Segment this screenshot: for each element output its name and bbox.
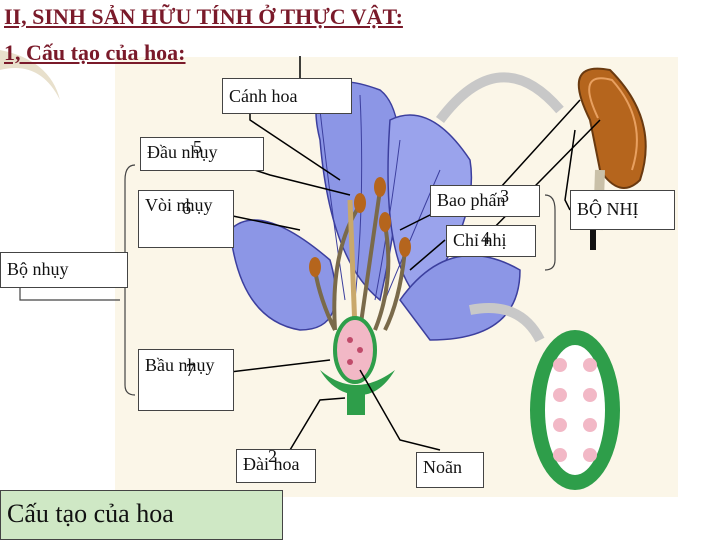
label-ovule: Noãn [416, 452, 484, 488]
pistil [333, 199, 377, 384]
leader-lines [204, 56, 601, 451]
callout-arrows [436, 72, 564, 343]
label-style-number: 6 [182, 198, 191, 218]
label-petal: Cánh hoa [222, 78, 352, 114]
label-stamen-group: BỘ NHỊ [570, 190, 675, 230]
stamens [309, 177, 411, 331]
label-anther-number: 3 [500, 186, 509, 206]
label-stamen-group-text: BỘ NHỊ [577, 199, 639, 219]
label-anther: Bao phấn [430, 185, 540, 217]
label-pistil-group-text: Bộ nhụy [7, 259, 69, 279]
label-sepal-number: 2 [268, 446, 277, 466]
caption-box: Cấu tạo của hoa [0, 490, 283, 540]
label-filament-number: 4 [481, 228, 490, 248]
label-ovary-text: Bầu nhụy [145, 355, 215, 375]
label-stigma: Đầu nhụy [140, 137, 264, 171]
caption-text: Cấu tạo của hoa [7, 499, 174, 528]
label-filament-text: Chỉ nhị [453, 230, 507, 250]
label-anther-text: Bao phấn [437, 190, 506, 210]
subsection-title: 1, Cấu tạo của hoa: [4, 40, 186, 65]
decorative-swoosh [0, 50, 60, 100]
label-style-text: Vòi nhụy [145, 195, 213, 215]
sepal-stem [320, 370, 395, 415]
label-ovule-text: Noãn [423, 457, 462, 477]
label-sepal: Đài hoa [236, 449, 316, 483]
ovary-section [530, 330, 620, 490]
label-style: Vòi nhụy [138, 190, 234, 248]
label-sepal-text: Đài hoa [243, 454, 300, 474]
label-ovary: Bầu nhụy [138, 349, 234, 411]
label-filament: Chỉ nhị [446, 225, 536, 257]
label-stigma-number: 5 [193, 137, 202, 157]
section-title: II, SINH SẢN HỮU TÍNH Ở THỰC VẬT: [4, 4, 403, 29]
label-pistil-group: Bộ nhụy [0, 252, 128, 288]
petals [229, 81, 521, 341]
label-petal-text: Cánh hoa [229, 86, 298, 106]
label-ovary-number: 7 [186, 360, 195, 380]
label-stigma-text: Đầu nhụy [147, 142, 218, 162]
